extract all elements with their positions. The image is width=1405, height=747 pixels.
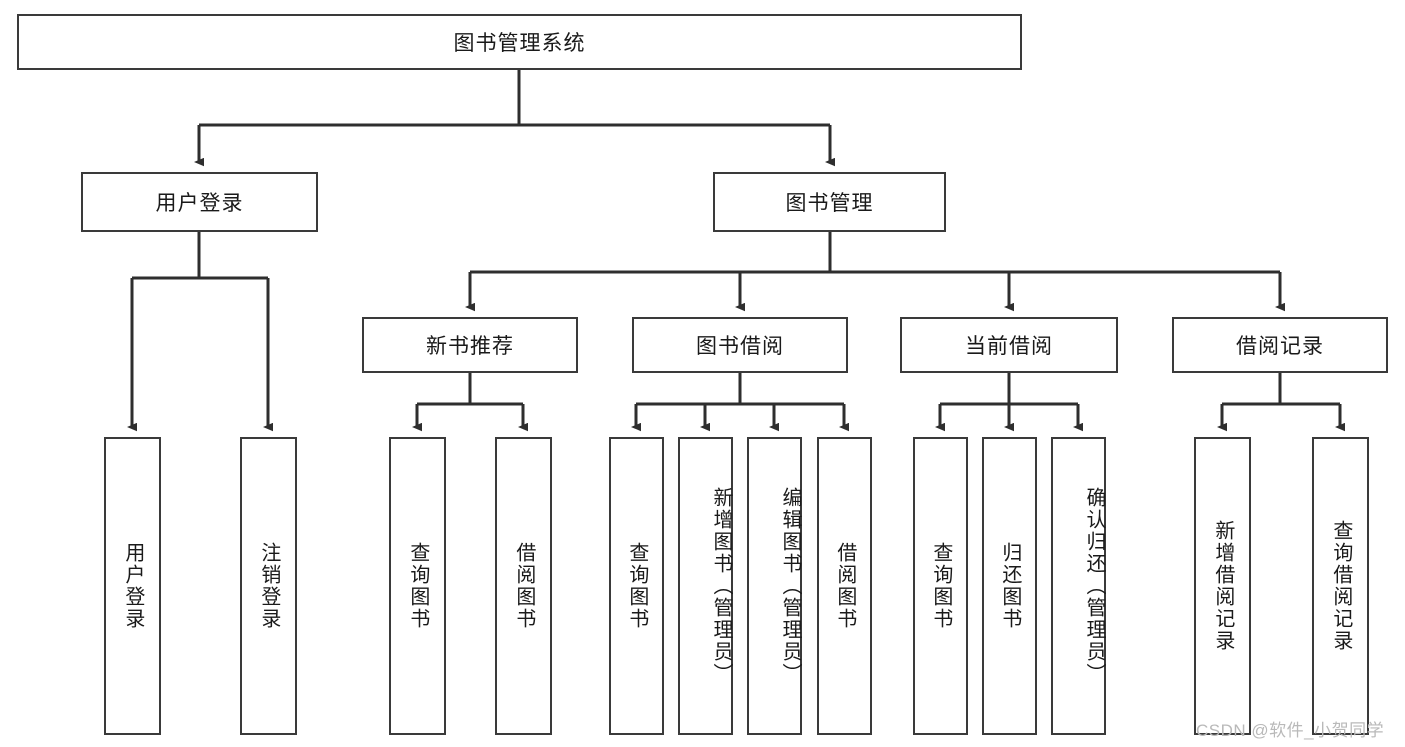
leaf-record-add-borrow-record[interactable]: 新增借阅记录 — [1194, 437, 1251, 735]
node-label: 借阅记录 — [1236, 335, 1324, 358]
node-label: 图书管理系统 — [453, 32, 586, 55]
node-label: 借阅图书 — [833, 542, 856, 630]
leaf-newbook-query-book[interactable]: 查询图书 — [389, 437, 446, 735]
node-new-book-recommend[interactable]: 新书推荐 — [362, 317, 578, 373]
node-label: 借阅图书 — [512, 542, 535, 630]
node-book-borrow[interactable]: 图书借阅 — [632, 317, 848, 373]
leaf-newbook-borrow-book[interactable]: 借阅图书 — [495, 437, 552, 735]
node-label: 新增借阅记录 — [1211, 520, 1234, 652]
node-label: 查询图书 — [929, 542, 952, 630]
node-book-management[interactable]: 图书管理 — [713, 172, 946, 232]
leaf-current-return-book[interactable]: 归还图书 — [982, 437, 1037, 735]
node-label: 图书借阅 — [696, 335, 784, 358]
leaf-borrow-edit-book-admin[interactable]: 编辑图书（管理员） — [747, 437, 802, 735]
node-label: 用户登录 — [155, 192, 244, 215]
node-label: 新书推荐 — [426, 335, 514, 358]
leaf-current-confirm-return-admin[interactable]: 确认归还（管理员） — [1051, 437, 1106, 735]
node-label: 确认归还（管理员） — [1083, 487, 1105, 685]
node-label: 查询图书 — [625, 542, 648, 630]
node-label: 当前借阅 — [965, 335, 1053, 358]
leaf-borrow-query-book[interactable]: 查询图书 — [609, 437, 664, 735]
leaf-current-query-book[interactable]: 查询图书 — [913, 437, 968, 735]
node-label: 查询图书 — [406, 542, 429, 630]
leaf-user-logout[interactable]: 注销登录 — [240, 437, 297, 735]
node-label: 图书管理 — [785, 192, 874, 215]
leaf-record-query-borrow-record[interactable]: 查询借阅记录 — [1312, 437, 1369, 735]
node-current-borrow[interactable]: 当前借阅 — [900, 317, 1118, 373]
leaf-borrow-add-book-admin[interactable]: 新增图书（管理员） — [678, 437, 733, 735]
leaf-borrow-borrow-book[interactable]: 借阅图书 — [817, 437, 872, 735]
csdn-watermark: CSDN @软件_小贺同学 — [1196, 721, 1385, 740]
node-borrow-record[interactable]: 借阅记录 — [1172, 317, 1388, 373]
node-label: 新增图书（管理员） — [710, 487, 732, 685]
leaf-user-login[interactable]: 用户登录 — [104, 437, 161, 735]
node-label: 用户登录 — [121, 542, 144, 630]
node-label: 注销登录 — [257, 542, 280, 630]
node-label: 查询借阅记录 — [1329, 520, 1352, 652]
node-root-system[interactable]: 图书管理系统 — [17, 14, 1022, 70]
node-label: 编辑图书（管理员） — [779, 487, 801, 685]
node-user-login[interactable]: 用户登录 — [81, 172, 318, 232]
node-label: 归还图书 — [998, 542, 1021, 630]
